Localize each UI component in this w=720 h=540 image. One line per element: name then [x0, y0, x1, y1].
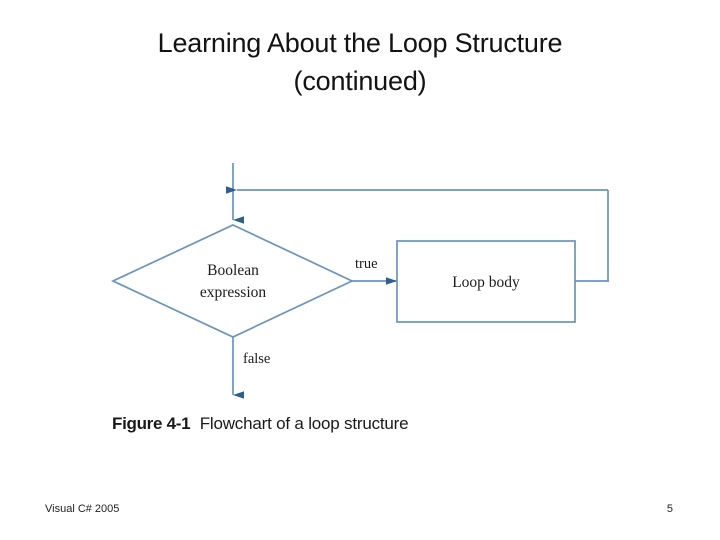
- process-node-loop-body: [396, 240, 576, 323]
- figure-block: Boolean expression true Loop body false: [0, 150, 720, 450]
- flowchart-diagram: Boolean expression true Loop body false: [110, 163, 609, 399]
- slide-footer: Visual C# 2005 5: [0, 503, 720, 523]
- footer-page-number: 5: [666, 503, 673, 515]
- process-node-label: Loop body: [452, 274, 520, 291]
- edge-label-true: true: [355, 256, 378, 272]
- decision-node-boolean-expression: [110, 224, 354, 338]
- page-title: Learning About the Loop Structure (conti…: [0, 24, 720, 100]
- footer-source-label: Visual C# 2005: [45, 503, 120, 515]
- figure-caption-number: Figure 4-1: [112, 414, 191, 433]
- page-title-line-2: (continued): [293, 66, 427, 96]
- decision-node-label-line-2: expression: [200, 284, 267, 301]
- page-title-line-1: Learning About the Loop Structure: [157, 28, 563, 58]
- figure-caption: Figure 4-1 Flowchart of a loop structure: [112, 414, 409, 434]
- decision-node-label-line-1: Boolean: [207, 262, 259, 279]
- edge-label-false: false: [243, 351, 270, 367]
- figure-caption-text: Flowchart of a loop structure: [199, 414, 409, 433]
